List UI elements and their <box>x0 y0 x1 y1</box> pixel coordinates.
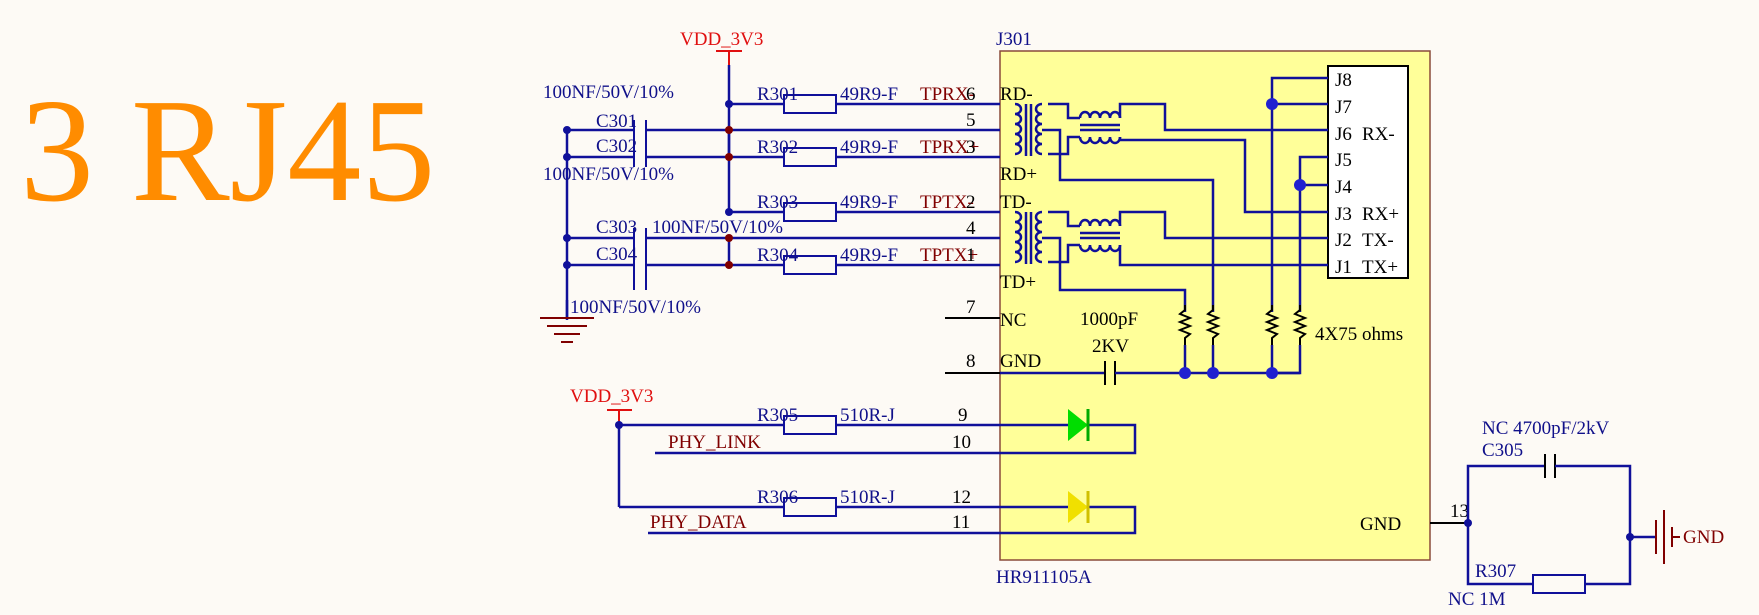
cap-value-c305: NC 4700pF/2kV <box>1482 418 1609 439</box>
res-ref-r302: R302 <box>757 137 798 158</box>
cap-ref-c301: C301 <box>596 111 637 132</box>
cap-value-c302: 100NF/50V/10% <box>543 164 674 185</box>
label-td-p: TD+ <box>1000 272 1036 293</box>
chassis-ground-symbol <box>1655 510 1680 564</box>
pin-11: 11 <box>952 512 970 533</box>
jack-j1: J1 <box>1335 257 1352 278</box>
res-value-r307: NC 1M <box>1448 589 1506 610</box>
cap-ref-c303: C303 <box>596 217 637 238</box>
term-res-label: 4X75 ohms <box>1315 324 1403 345</box>
signal-wires <box>567 102 1000 267</box>
connector-part: HR911105A <box>996 567 1092 588</box>
pin-4: 4 <box>966 218 976 239</box>
hv-cap-voltage: 2KV <box>1092 336 1129 357</box>
capacitor-c303-c304 <box>633 228 647 290</box>
label-rd-p: RD+ <box>1000 164 1037 185</box>
jack-j7: J7 <box>1335 97 1352 118</box>
junction-dots <box>563 100 733 269</box>
link-led <box>1068 409 1090 441</box>
cap-value-c304: 100NF/50V/10% <box>570 297 701 318</box>
cap-value-c303: 100NF/50V/10% <box>652 217 783 238</box>
jack-j8: J8 <box>1335 70 1352 91</box>
pin-10: 10 <box>952 432 971 453</box>
resistors-termination <box>783 94 837 275</box>
jack-rx-n: RX- <box>1362 124 1395 145</box>
net-gnd-chassis: GND <box>1683 527 1724 548</box>
net-tprx-p: TPRX+ <box>920 137 979 158</box>
connector-ref: J301 <box>996 29 1032 50</box>
vdd-power-symbol-top <box>716 50 742 65</box>
res-ref-r306: R306 <box>757 487 798 508</box>
label-td-n: TD- <box>1000 192 1032 213</box>
shield-network <box>1466 454 1656 594</box>
res-value-r305: 510R-J <box>840 405 895 426</box>
jack-tx-n: TX- <box>1362 230 1394 251</box>
net-tptx-p: TPTX+ <box>920 245 978 266</box>
res-value-r304: 49R9-F <box>840 245 898 266</box>
pin-12: 12 <box>952 487 971 508</box>
pin-1: 1 <box>966 245 976 266</box>
vdd-label-bottom: VDD_3V3 <box>570 386 653 407</box>
led-wiring <box>619 415 1137 535</box>
data-led <box>1068 491 1090 523</box>
pin-5: 5 <box>966 110 976 131</box>
pin-13: 13 <box>1450 501 1469 522</box>
res-value-r306: 510R-J <box>840 487 895 508</box>
gnd-junctions <box>1179 98 1306 379</box>
jack-tx-p: TX+ <box>1362 257 1398 278</box>
pin-2: 2 <box>966 192 976 213</box>
pin-7: 7 <box>966 297 976 318</box>
transformer-tx <box>1014 210 1122 264</box>
jack-j4: J4 <box>1335 177 1352 198</box>
label-gnd-shield: GND <box>1360 514 1401 535</box>
jack-j2: J2 <box>1335 230 1352 251</box>
net-tprx-n: TPRX- <box>920 84 975 105</box>
pin-9: 9 <box>958 405 968 426</box>
sheet-title: 3 RJ45 <box>20 69 435 233</box>
res-ref-r307: R307 <box>1475 561 1516 582</box>
res-value-r303: 49R9-F <box>840 192 898 213</box>
res-ref-r301: R301 <box>757 84 798 105</box>
net-phy-data: PHY_DATA <box>650 512 747 533</box>
jack-j6: J6 <box>1335 124 1352 145</box>
hv-cap-value: 1000pF <box>1080 309 1138 330</box>
jack-rx-p: RX+ <box>1362 204 1399 225</box>
res-ref-r303: R303 <box>757 192 798 213</box>
res-ref-r304: R304 <box>757 245 799 266</box>
jack-j5: J5 <box>1335 150 1352 171</box>
pin-3: 3 <box>966 137 976 158</box>
ground-symbol-left <box>540 300 594 343</box>
vdd-label-top: VDD_3V3 <box>680 29 763 50</box>
capacitor-c301-c302 <box>633 120 647 167</box>
res-value-r301: 49R9-F <box>840 84 898 105</box>
jack-j3: J3 <box>1335 204 1352 225</box>
cap-ref-c304: C304 <box>596 244 638 265</box>
cap-ref-c302: C302 <box>596 136 637 157</box>
pin-8: 8 <box>966 351 976 372</box>
jack-block <box>1327 65 1409 279</box>
pin-6: 6 <box>966 84 976 105</box>
res-value-r302: 49R9-F <box>840 137 898 158</box>
label-rd-n: RD- <box>1000 84 1033 105</box>
cap-ref-c305: C305 <box>1482 440 1523 461</box>
magnetics-wiring <box>1042 76 1328 312</box>
label-gnd-pin8: GND <box>1000 351 1041 372</box>
res-ref-r305: R305 <box>757 405 798 426</box>
transformer-rx <box>1014 102 1122 156</box>
net-phy-link: PHY_LINK <box>668 432 761 453</box>
cap-value-c301: 100NF/50V/10% <box>543 82 674 103</box>
net-tptx-n: TPTX- <box>920 192 974 213</box>
label-nc: NC <box>1000 310 1026 331</box>
